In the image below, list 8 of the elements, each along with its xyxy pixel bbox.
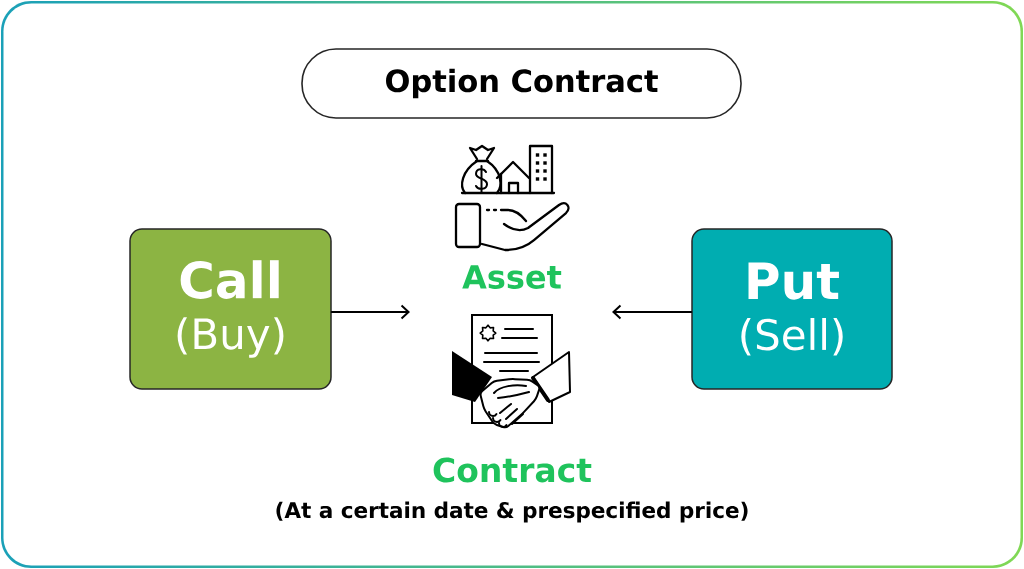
title-pill: Option Contract [301, 48, 742, 119]
icon-label: Contract [433, 457, 592, 483]
option-box: Call (Buy) [129, 228, 332, 390]
arrow [330, 304, 410, 320]
note-text: (At a certain date & prespecified price) [276, 501, 748, 523]
icon-label: Asset [462, 265, 562, 289]
option-box: Put (Sell) [691, 228, 893, 390]
arrow [612, 304, 693, 320]
